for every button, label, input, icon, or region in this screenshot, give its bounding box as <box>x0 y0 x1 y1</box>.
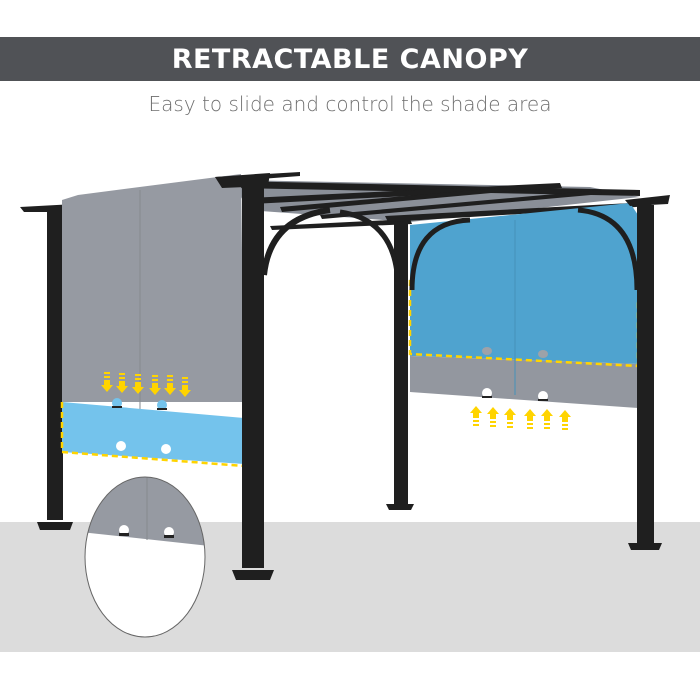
subtitle: Easy to slide and control the shade area <box>148 92 552 116</box>
right-canopy-grey <box>410 356 638 408</box>
up-arrows <box>470 406 571 430</box>
detail-magnifier <box>85 477 205 637</box>
left-canopy-blue <box>62 402 244 464</box>
back-left-post <box>20 204 75 530</box>
back-right-post <box>386 222 414 510</box>
down-arrows <box>101 372 191 397</box>
front-left-post <box>215 173 274 580</box>
arch-left <box>261 207 331 276</box>
right-canopy-blue <box>410 203 638 364</box>
front-right-post <box>625 195 670 550</box>
banner-title: RETRACTABLE CANOPY <box>171 43 529 75</box>
left-canopy-grey <box>62 174 244 402</box>
title-banner: RETRACTABLE CANOPY <box>0 37 700 81</box>
